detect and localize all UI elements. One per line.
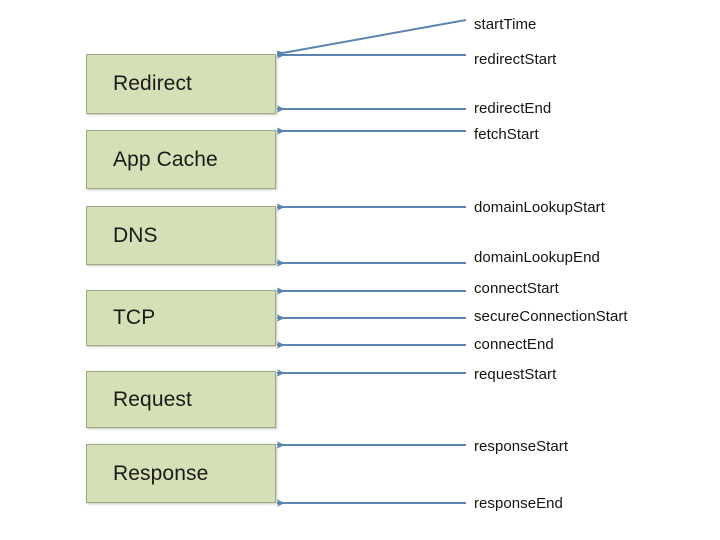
- timing-label-connectEnd: connectEnd: [474, 336, 554, 353]
- timing-label-startTime: startTime: [474, 16, 537, 33]
- phase-box-redirect[interactable]: Redirect: [86, 54, 276, 114]
- phase-box-request[interactable]: Request: [86, 371, 276, 428]
- phase-box-app-cache[interactable]: App Cache: [86, 130, 276, 189]
- phase-label-response: Response: [113, 461, 209, 485]
- phase-label-request: Request: [113, 387, 192, 411]
- phase-label-app-cache: App Cache: [113, 147, 218, 171]
- timing-label-redirectStart: redirectStart: [474, 51, 557, 68]
- phase-box-response[interactable]: Response: [86, 444, 276, 503]
- timing-label-fetchStart: fetchStart: [474, 126, 539, 143]
- phase-label-redirect: Redirect: [113, 72, 192, 95]
- timing-arrow-startTime: [276, 19, 467, 58]
- phase-box-tcp[interactable]: TCP: [86, 290, 276, 346]
- timing-label-responseStart: responseStart: [474, 438, 569, 455]
- timing-label-secureConnectionStart: secureConnectionStart: [474, 308, 628, 325]
- timing-label-redirectEnd: redirectEnd: [474, 100, 552, 117]
- timing-label-connectStart: connectStart: [474, 280, 559, 297]
- timing-label-domainLookupEnd: domainLookupEnd: [474, 249, 600, 266]
- phase-box-dns[interactable]: DNS: [86, 206, 276, 265]
- timing-label-responseEnd: responseEnd: [474, 495, 563, 512]
- timing-label-requestStart: requestStart: [474, 366, 557, 383]
- phase-label-dns: DNS: [113, 223, 158, 247]
- phase-label-tcp: TCP: [113, 306, 156, 329]
- timing-label-domainLookupStart: domainLookupStart: [474, 199, 605, 216]
